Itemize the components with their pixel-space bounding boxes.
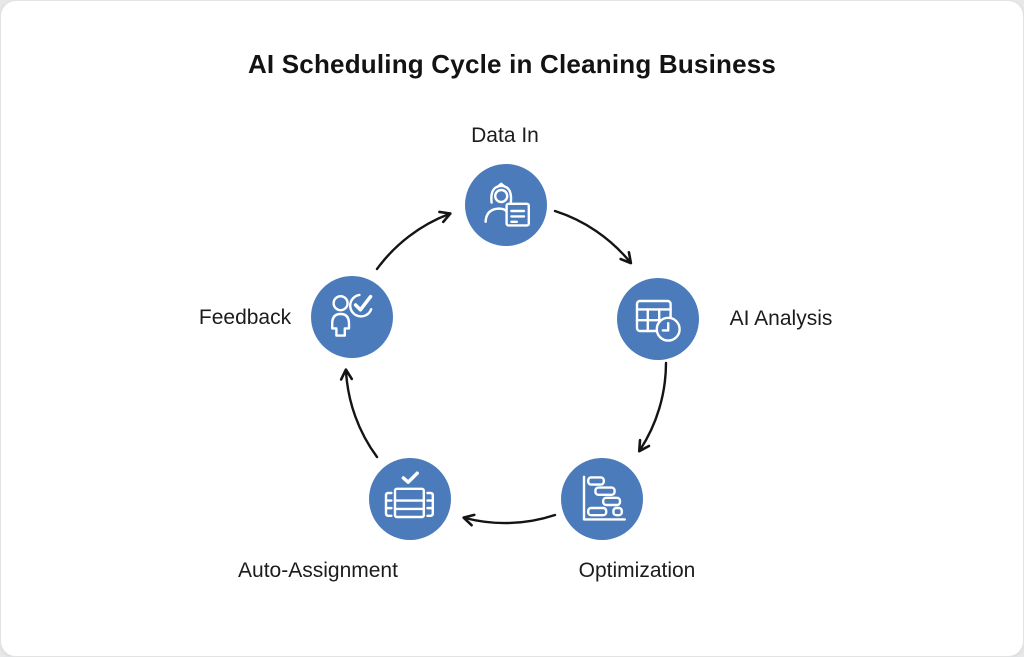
node-circle (369, 458, 451, 540)
node-label-ai-analysis: AI Analysis (729, 307, 833, 330)
node-label-data-in: Data In (471, 124, 539, 147)
node-circle (617, 278, 699, 360)
table-clock-icon (635, 299, 681, 342)
node-ai-analysis (617, 278, 699, 360)
node-circle (311, 276, 393, 358)
diagram-title: AI Scheduling Cycle in Cleaning Business (247, 49, 777, 79)
node-feedback (311, 276, 393, 358)
node-optimization (561, 458, 643, 540)
arrow-data-in-to-ai-analysis (553, 209, 633, 265)
node-auto-assignment (369, 458, 451, 540)
cycle-arrows (339, 209, 668, 527)
person-document-icon (484, 182, 531, 227)
arrow-auto-assignment-to-feedback (339, 368, 379, 459)
node-circle (561, 458, 643, 540)
arrow-optimization-to-auto-assignment (462, 513, 557, 527)
node-label-feedback: Feedback (198, 306, 292, 329)
node-data-in (465, 164, 547, 246)
node-label-optimization: Optimization (578, 559, 696, 582)
arrow-feedback-to-data-in (375, 210, 452, 271)
person-check-icon (331, 293, 373, 337)
node-label-auto-assignment: Auto-Assignment (238, 559, 398, 582)
arrow-ai-analysis-to-optimization (637, 361, 668, 453)
gantt-chart-icon (582, 475, 627, 521)
board-check-icon (384, 471, 435, 519)
